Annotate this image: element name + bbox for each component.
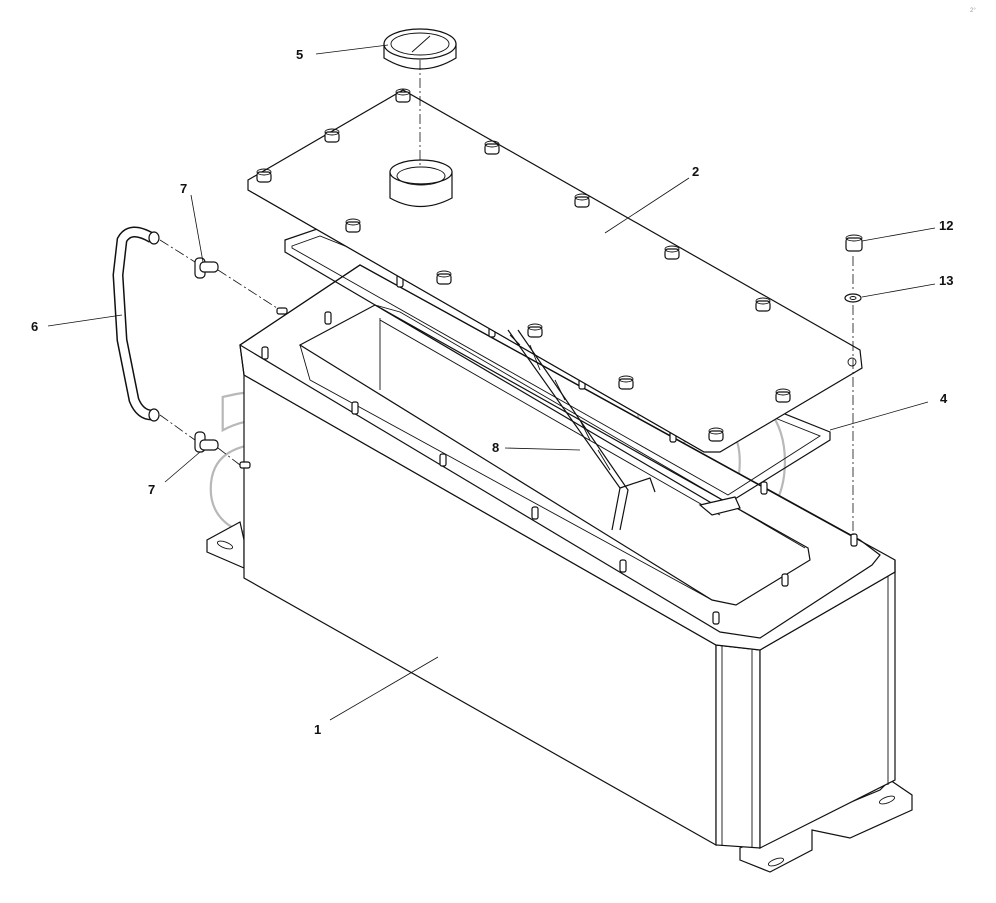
callout-7-lower: 7 [148, 482, 155, 497]
callout-leaders [47, 44, 936, 721]
corner-mark: 2° [970, 8, 976, 14]
filler-neck [389, 159, 453, 207]
level-sender [507, 329, 656, 531]
callout-8: 8 [492, 440, 499, 455]
tank-side-fittings [239, 307, 288, 469]
callout-4: 4 [940, 391, 948, 406]
tank-foot-left [206, 521, 245, 569]
callout-1: 1 [314, 722, 321, 737]
flange-studs [261, 274, 858, 625]
washer-13 [844, 293, 862, 303]
callouts: 5 2 7 6 7 12 13 4 8 1 [31, 47, 953, 737]
assembly-lines [159, 60, 854, 535]
nut-12 [845, 234, 863, 252]
filler-cap [383, 28, 457, 70]
callout-12: 12 [939, 218, 953, 233]
callout-5: 5 [296, 47, 303, 62]
callout-2: 2 [692, 164, 699, 179]
callout-7-upper: 7 [180, 181, 187, 196]
cover-plate [247, 88, 863, 453]
elbow-fitting-upper [194, 257, 219, 279]
elbow-fitting-lower [194, 431, 219, 453]
callout-13: 13 [939, 273, 953, 288]
callout-6: 6 [31, 319, 38, 334]
cover-nuts [256, 88, 791, 442]
tank-body [206, 264, 913, 873]
breather-hose [112, 226, 160, 422]
